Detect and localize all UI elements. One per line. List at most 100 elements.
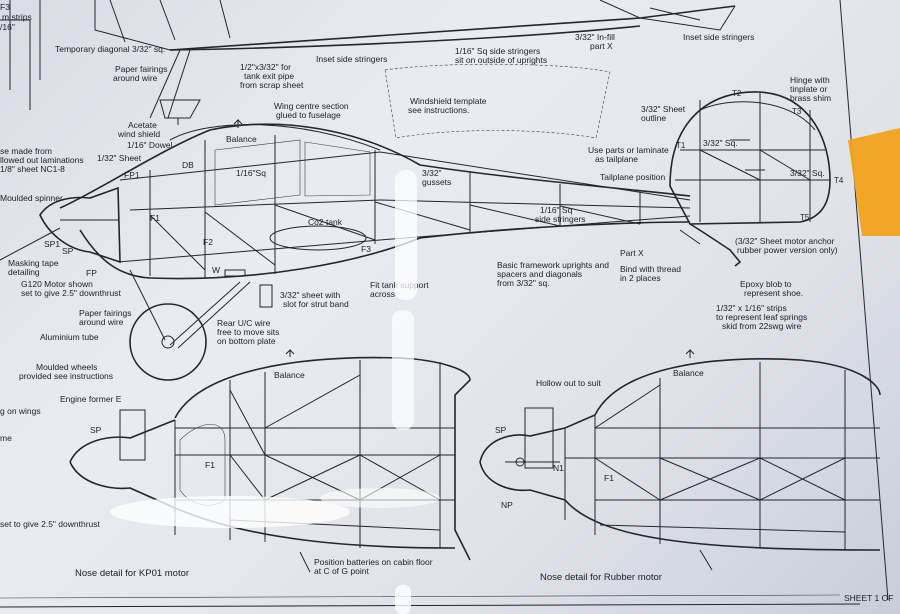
label-bind-2: in 2 places xyxy=(620,273,661,283)
label-hinge-1: Hinge with xyxy=(790,75,830,85)
label-infill-2: part X xyxy=(590,41,613,51)
label-tailplane-position: Tailplane position xyxy=(600,172,665,182)
label-use-parts-1: Use parts or laminate xyxy=(588,145,669,155)
label-hollow: Hollow out to suit xyxy=(536,378,601,388)
label-t4: T4 xyxy=(834,176,844,185)
label-strips-1: 1/32" x 1/16" strips xyxy=(716,303,787,313)
label-sheet-132: 1/32" Sheet xyxy=(97,153,142,163)
label-sp-b: SP xyxy=(495,425,507,435)
label-np: NP xyxy=(501,500,513,510)
label-side-stringers-1: 1/16" Sq xyxy=(540,205,573,215)
label-basic-2: spacers and diagonals xyxy=(497,269,582,279)
label-strips-3: skid from 22swg wire xyxy=(722,321,802,331)
label-anchor-2: rubber power version only) xyxy=(737,245,838,255)
label-sp1: SP1 xyxy=(44,239,60,249)
label-f2: F2 xyxy=(203,237,213,247)
label-t5: T5 xyxy=(800,213,810,222)
label-sq-side-1: 1/16" Sq side stringers xyxy=(455,46,540,56)
label-f3-top: F3 xyxy=(0,2,10,12)
orange-tape xyxy=(848,128,900,236)
label-around-wire-1: around wire xyxy=(113,73,158,83)
label-332sq-a: 3/32" Sq. xyxy=(703,138,738,148)
wheel xyxy=(129,303,207,381)
label-inset-side-2: Inset side stringers xyxy=(683,32,754,42)
label-wheels-2: provided see instructions xyxy=(19,371,113,381)
label-batteries-1: Position batteries on cabin floor xyxy=(314,557,433,567)
label-sheet-number: SHEET 1 OF xyxy=(844,593,893,603)
label-epoxy-2: represent shoe. xyxy=(744,288,803,298)
label-n1: N1 xyxy=(553,463,564,473)
sheet-bottom-border xyxy=(0,603,861,608)
label-sq-side-2: sit on outside of uprights xyxy=(455,55,547,65)
label-paper-fairings-1: Paper fairings xyxy=(115,64,167,74)
label-w: W xyxy=(212,265,220,275)
label-116sq: 1/16"Sq xyxy=(236,168,266,178)
label-f1-b: F1 xyxy=(604,473,614,483)
label-side-stringers-2: side stringers xyxy=(535,214,586,224)
label-windshield-1: Windshield template xyxy=(410,96,487,106)
label-fit-tank-2: across xyxy=(370,289,395,299)
label-moulded-spinner: Moulded spinner xyxy=(0,193,63,203)
label-engine-former: Engine former E xyxy=(60,394,122,404)
label-fp1: FP1 xyxy=(124,170,140,180)
sheet-inner-border xyxy=(0,594,841,599)
label-dowel: 1/16" Dowel xyxy=(127,140,173,150)
label-t2: T2 xyxy=(732,89,742,98)
label-basic-3: from 3/32" sq. xyxy=(497,278,550,288)
label-part-x: Part X xyxy=(620,248,644,258)
balance-arrows xyxy=(233,118,695,358)
label-sp: SP xyxy=(62,246,74,256)
label-rear-uc-1: Rear U/C wire xyxy=(217,318,271,328)
windshield-template xyxy=(384,63,611,139)
label-inset-side-1: Inset side stringers xyxy=(316,54,387,64)
label-sheet-outline-2: outline xyxy=(641,113,666,123)
label-f3: F3 xyxy=(361,244,371,254)
label-fp: FP xyxy=(86,268,97,278)
label-co2-tank: Co2 tank xyxy=(308,217,343,227)
label-sheet-strut-2: slot for strut band xyxy=(283,299,349,309)
label-strips: m strips xyxy=(2,12,32,22)
sheet-right-border xyxy=(839,0,889,601)
label-sheet-strut-1: 3/32" sheet with xyxy=(280,290,340,300)
label-balance-3: Balance xyxy=(673,368,704,378)
label-temporary-diagonal: Temporary diagonal 3/32" sq. xyxy=(55,44,165,54)
label-rear-uc-2: free to move sits xyxy=(217,327,279,337)
label-aluminium-tube: Aluminium tube xyxy=(40,332,99,342)
label-epoxy-1: Epoxy blob to xyxy=(740,279,792,289)
tail-fin-view xyxy=(669,91,831,267)
label-acetate-1: Acetate xyxy=(128,120,157,130)
label-tank-pipe-2: tank exit pipe xyxy=(244,71,294,81)
label-hinge-2: tinplate or xyxy=(790,84,827,94)
label-balance-2: Balance xyxy=(274,370,305,380)
label-rear-uc-3: on bottom plate xyxy=(217,336,276,346)
rubber-nose-detail-view xyxy=(479,358,881,571)
label-f1-a: F1 xyxy=(205,460,215,470)
label-me: me xyxy=(0,433,12,443)
label-sp-a: SP xyxy=(90,425,102,435)
label-use-parts-2: as tailplane xyxy=(595,154,638,164)
label-paper-fairings-2: Paper fairings xyxy=(79,308,131,318)
main-fuselage-side-view xyxy=(0,123,691,381)
top-fuselage-view xyxy=(0,0,736,125)
label-hinge-3: brass shim xyxy=(790,93,831,103)
label-motor-1: G120 Motor shown xyxy=(21,279,93,289)
label-sheet-outline-1: 3/32" Sheet xyxy=(641,104,686,114)
label-windshield-2: see instructions. xyxy=(408,105,469,115)
label-gussets-2: gussets xyxy=(422,177,451,187)
label-gussets-1: 3/32" xyxy=(422,168,442,178)
label-made-from-1: se made from xyxy=(0,146,52,156)
label-wing-centre-1: Wing centre section xyxy=(274,101,349,111)
label-tank-pipe-1: 1/2"x3/32" for xyxy=(240,62,291,72)
label-infill-1: 3/32" In-fill xyxy=(575,32,615,42)
label-downthrust: set to give 2.5" downthrust xyxy=(0,519,101,529)
label-wing-centre-2: glued to fuselage xyxy=(276,110,341,120)
label-nose-rubber: Nose detail for Rubber motor xyxy=(540,572,662,583)
label-basic-1: Basic framework uprights and xyxy=(497,260,609,270)
label-on-wings: g on wings xyxy=(0,406,41,416)
label-made-from-2: llowed out laminations xyxy=(0,155,84,165)
label-db: DB xyxy=(182,160,194,170)
label-balance-1: Balance xyxy=(226,134,257,144)
label-bind-1: Bind with thread xyxy=(620,264,681,274)
